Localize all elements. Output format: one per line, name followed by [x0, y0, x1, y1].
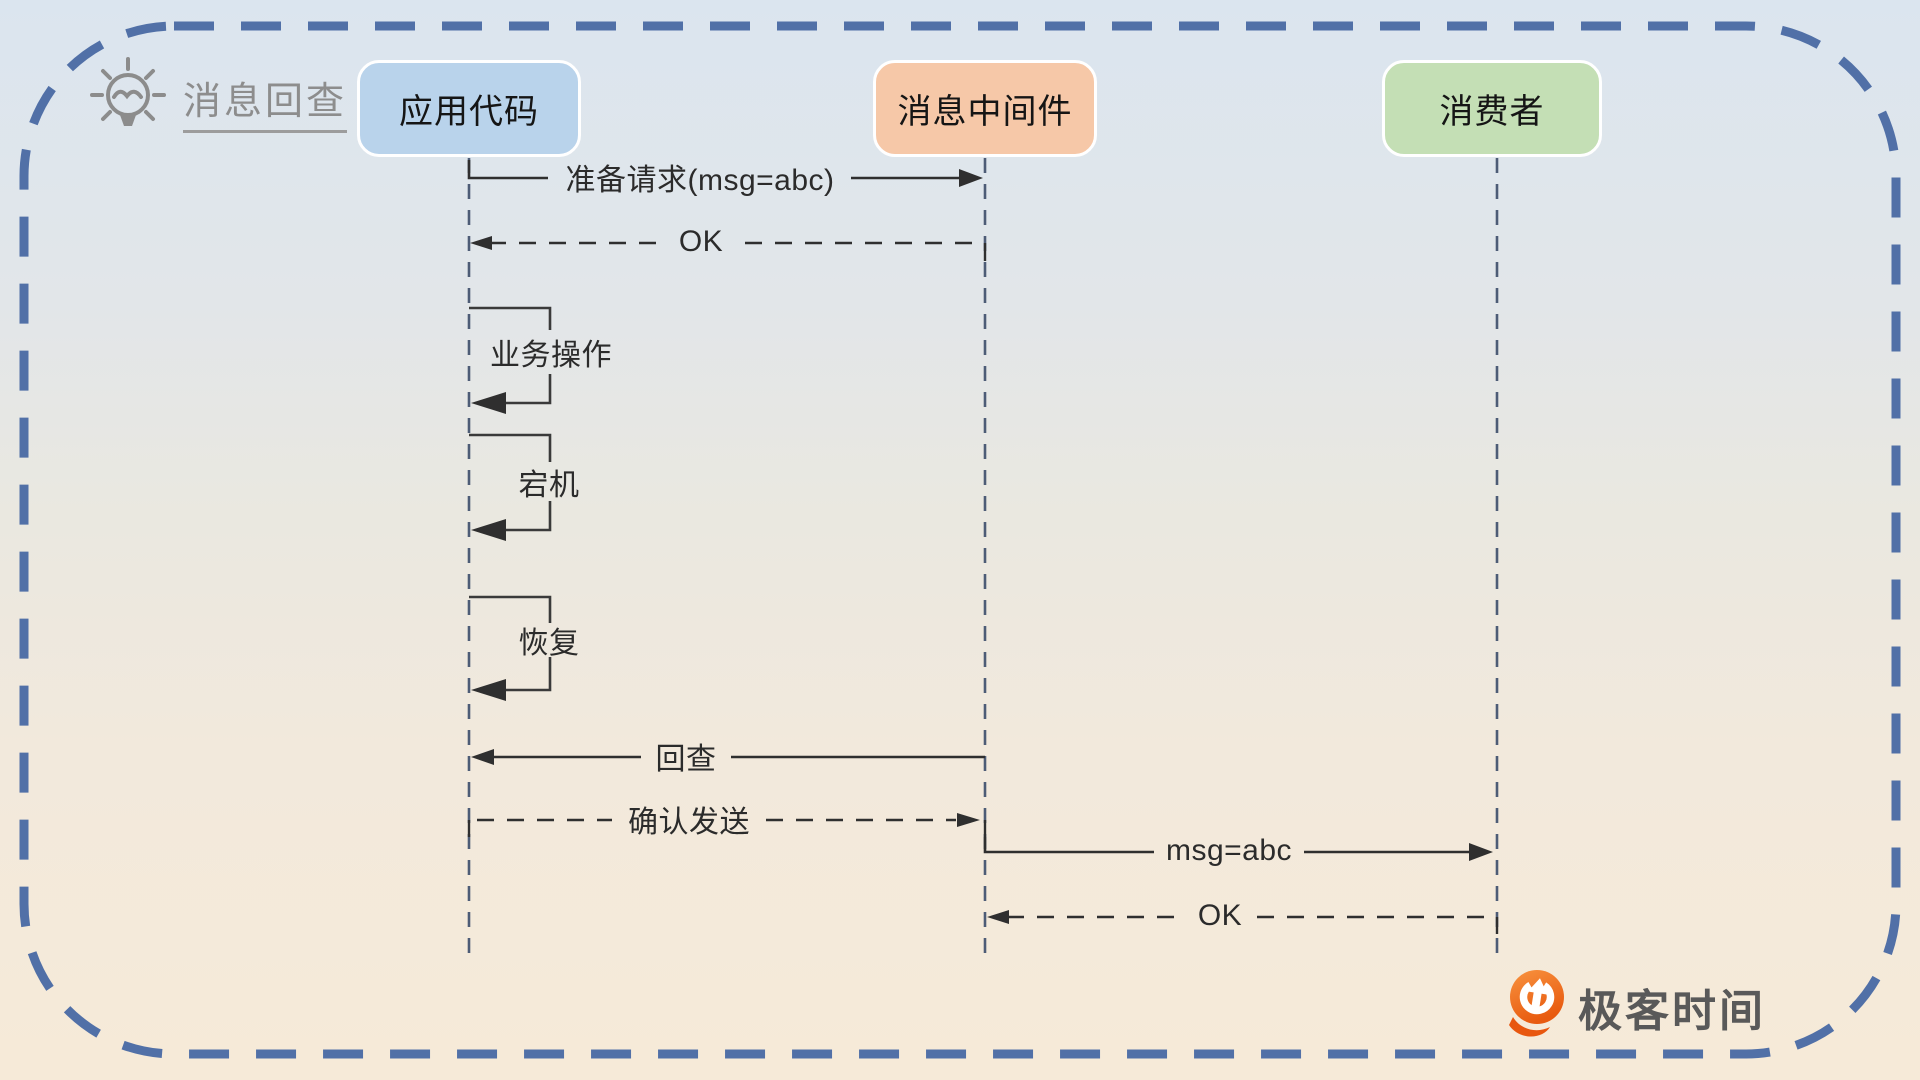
participant-message-middleware: 消息中间件 — [873, 60, 1097, 157]
label-prepare-request: 准备请求(msg=abc) — [565, 164, 835, 197]
label-check-back: 回查 — [655, 743, 717, 776]
label-msg-abc: msg=abc — [1165, 834, 1293, 867]
participant-app-code-label: 应用代码 — [399, 93, 539, 131]
label-confirm-send: 确认发送 — [628, 806, 750, 839]
label-crash: 宕机 — [518, 469, 580, 502]
label-recover: 恢复 — [518, 627, 580, 660]
self-loop-business-operation — [469, 306, 552, 414]
participant-app-code: 应用代码 — [357, 60, 581, 157]
outer-dashed-border — [19, 21, 1901, 1059]
geektime-logo-icon — [1509, 970, 1564, 1037]
geektime-logo-text: 极客时间 — [1578, 987, 1766, 1036]
arrow-ok-to-app — [470, 236, 987, 261]
lightbulb-icon — [90, 57, 166, 126]
label-ok-1: OK — [678, 225, 724, 258]
arrow-confirm-send — [467, 813, 987, 837]
arrow-msg-abc — [983, 837, 1493, 861]
participant-message-middleware-label: 消息中间件 — [897, 93, 1073, 131]
self-loop-recover — [469, 595, 552, 701]
arrow-check-back — [471, 749, 985, 765]
label-ok-2: OK — [1197, 899, 1243, 932]
arrow-ok-to-mq — [987, 910, 1499, 934]
page-title: 消息回查 — [183, 70, 348, 133]
arrow-prepare-request — [467, 160, 983, 187]
participant-consumer: 消费者 — [1382, 60, 1602, 157]
self-loop-crash — [469, 433, 552, 541]
label-business-op: 业务操作 — [490, 339, 612, 372]
participant-consumer-label: 消费者 — [1439, 93, 1545, 131]
